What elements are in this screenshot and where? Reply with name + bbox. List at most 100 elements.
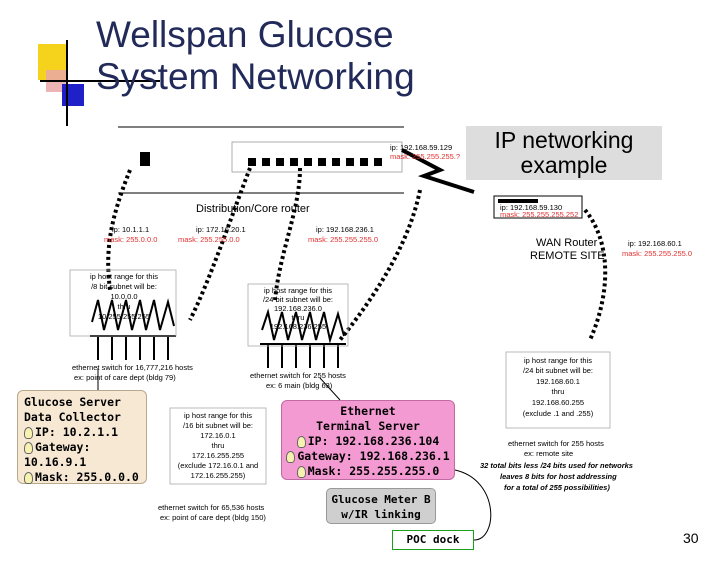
range-60-line3: 192.168.60.1 [536,377,580,386]
range-172-line4: thru [212,441,225,450]
ethernet-terminal-mask-row: Mask: 255.255.255.0 [285,464,451,479]
glucose-meter-line-1: Glucose Meter B [331,493,431,506]
wan-ip-top: ip: 192.168.59.130 [500,203,562,212]
range-60-text: ip host range for this /24 bit subnet wi… [523,356,594,418]
range-236-line4: thru [292,313,305,322]
glucose-server-line-4: Gateway: 10.16.9.1 [24,440,91,469]
range-60-line1: ip host range for this [524,356,592,365]
ip-example-line-1: IP networking [494,127,634,153]
range-60-line4: thru [552,387,565,396]
glucose-server-box[interactable]: Glucose Server Data Collector IP: 10.2.1… [17,390,147,484]
range-10-box [69,269,177,337]
range-236-line5: 192.168.236.255 [270,322,326,331]
range-10-line3: 10.0.0.0 [110,292,137,301]
glucose-server-line-5: Mask: 255.0.0.0 [35,470,139,484]
core-router-label: Distribution/Core router [196,203,310,215]
iface2-mask: mask: 255.255.0.0 [178,235,240,244]
range-60-line5: 192.168.60.255 [532,398,584,407]
range-60-box [505,351,611,429]
switch-10-line2: ex: point of care dept (bldg 79) [74,373,176,382]
wan-mask-side: mask: 255.255.255.0 [622,249,692,258]
range-10-line5: 10.255.255.255 [98,312,150,321]
wan-mask-top: mask: 255.255.255.252 [500,210,578,219]
title-line-2: System Networking [96,56,415,97]
ip-example-line-2: example [520,152,608,178]
core-mask-top: mask: 255.255.255.? [390,152,460,161]
remote-note-line2: leaves 8 bits for host addressing [500,472,617,481]
ethernet-terminal-gateway-row: Gateway: 192.168.236.1 [285,449,451,464]
range-10-line4: thru [118,302,131,311]
ethernet-terminal-line-3: IP: 192.168.236.104 [307,434,440,448]
range-10-line2: /8 bit subnet will be: [91,282,157,291]
ethernet-terminal-line-2: Terminal Server [316,419,420,433]
glucose-meter-line-2: w/IR linking [341,508,421,521]
lightbulb-icon [24,471,33,484]
range-172-line1: ip host range for this [184,411,252,420]
wan-link [401,148,475,194]
lightbulb-icon [24,441,33,454]
iface1-mask: mask: 255.0.0.0 [104,235,157,244]
glucose-server-line-1: Glucose Server [24,395,121,409]
range-236-text: ip host range for this /24 bit subnet wi… [263,286,333,331]
range-236-box [247,283,349,347]
wan-router-ports [498,199,538,203]
range-172-line7: 172.16.255.255) [191,471,246,480]
range-172-line5: 172.16.255.255 [192,451,244,460]
iface1-ip: ip: 10.1.1.1 [112,225,149,234]
switch-60-line2: ex: remote site [524,449,573,458]
range-172-line6: (exclude 172.16.0.1 and [178,461,258,470]
poc-dock-box[interactable]: POC dock [392,530,474,550]
glucose-meter-box[interactable]: Glucose Meter B w/IR linking [326,488,436,524]
switch-60-line1: ethernet switch for 255 hosts [508,439,604,448]
range-236-line2: /24 bit subnet will be: [263,295,333,304]
lightbulb-icon [24,426,33,439]
glucose-server-line-3: IP: 10.2.1.1 [35,425,119,439]
range-10-text: ip host range for this /8 bit subnet wil… [90,272,158,321]
range-172-box [169,407,267,485]
ip-example-banner: IP networking example [466,126,662,180]
range-172-line2: /16 bit subnet will be: [183,421,253,430]
glucose-server-ip-row: IP: 10.2.1.1 [24,425,142,440]
switch-236-line1: ethernet switch for 255 hosts [250,371,346,380]
wan-label-1: WAN Router [536,237,598,249]
core-router-port-block [140,152,150,166]
title-line-1: Wellspan Glucose [96,14,394,55]
ethernet-terminal-ip-row: IP: 192.168.236.104 [285,434,451,449]
iface3-mask: mask: 255.255.255.0 [308,235,378,244]
link-terminal [319,377,341,401]
lightbulb-icon [286,450,296,463]
range-236-line3: 192.168.236.0 [274,304,322,313]
glucose-server-mask-row: Mask: 255.0.0.0 [24,470,142,485]
core-ip-top: ip: 192.168.59.129 [390,143,452,152]
remote-note: 32 total bits less /24 bits used for net… [480,461,633,492]
range-236-line1: ip host range for this [264,286,332,295]
lightbulb-icon [296,435,306,448]
core-router-ports [248,158,382,166]
link-dock [454,469,492,541]
ethernet-terminal-line-5: Mask: 255.255.255.0 [307,464,440,478]
range-172-line3: 172.16.0.1 [200,431,235,440]
range-60-line6: (exclude .1 and .255) [523,409,594,418]
deco-horizontal-line [40,80,160,82]
wan-label-2: REMOTE SITE [530,250,605,262]
page-title: Wellspan Glucose System Networking [96,14,415,98]
glucose-server-line-2: Data Collector [24,410,121,424]
wan-ip-side: ip: 192.168.60.1 [628,239,682,248]
dotted-links [106,167,608,342]
hub-236 [260,308,346,368]
switch-172-line2: ex: point of care dept (bldg 150) [160,513,266,522]
ethernet-terminal-line-1: Ethernet [340,404,396,418]
deco-vertical-line [66,40,68,126]
hub-10 [90,298,176,360]
range-172-text: ip host range for this /16 bit subnet wi… [178,411,258,480]
remote-note-line3: for a total of 255 possibilities) [504,483,610,492]
switch-236-line2: ex: 6 main (bldg 63) [266,381,333,390]
iface2-ip: ip: 172.16.20.1 [196,225,246,234]
core-router-rack-edge [231,141,403,173]
glucose-server-gateway-row: Gateway: 10.16.9.1 [24,440,142,470]
range-10-line1: ip host range for this [90,272,158,281]
ethernet-terminal-box[interactable]: Ethernet Terminal Server IP: 192.168.236… [281,400,455,480]
page-number: 30 [683,530,699,546]
lightbulb-icon [296,465,306,478]
